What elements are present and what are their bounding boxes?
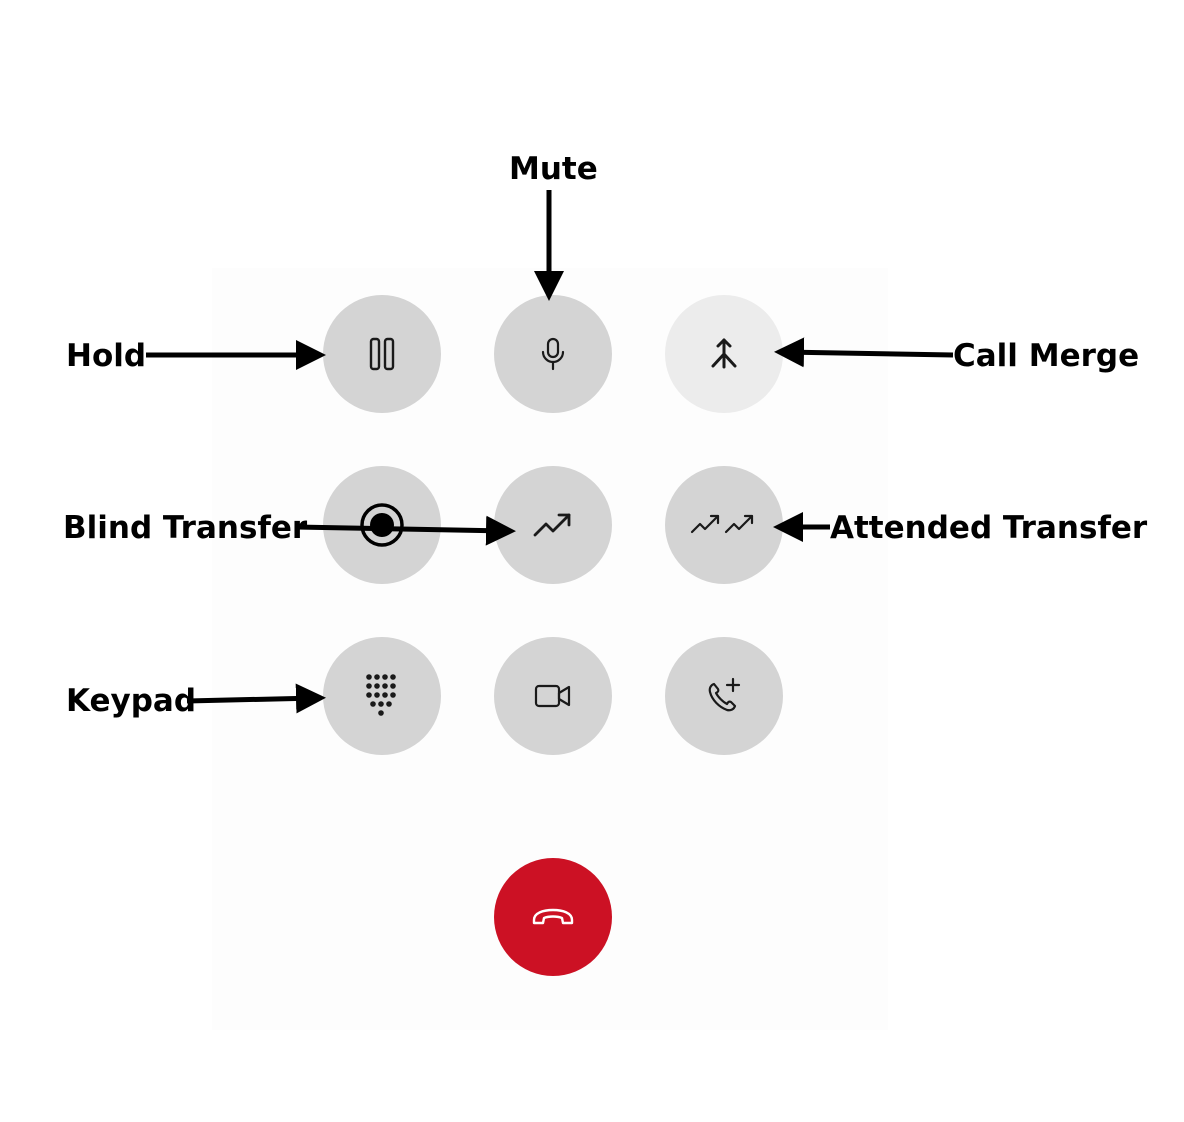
blind-transfer-button[interactable] xyxy=(494,466,612,584)
blind-transfer-label: Blind Transfer xyxy=(63,510,308,546)
hang-up-icon xyxy=(532,908,574,925)
end-call-button[interactable] xyxy=(494,858,612,976)
video-camera-icon xyxy=(534,684,571,708)
dialpad-icon xyxy=(366,674,396,716)
hold-label: Hold xyxy=(66,338,147,374)
mute-label: Mute xyxy=(509,151,598,187)
attended-transfer-label: Attended Transfer xyxy=(830,510,1148,546)
record-button[interactable] xyxy=(323,466,441,584)
microphone-icon xyxy=(541,337,565,371)
keypad-label: Keypad xyxy=(66,683,197,719)
record-icon xyxy=(360,503,404,547)
trending-up-icon xyxy=(533,513,571,537)
call-merge-button[interactable] xyxy=(665,295,783,413)
add-call-button[interactable] xyxy=(665,637,783,755)
pause-icon xyxy=(369,337,395,371)
phone-plus-icon xyxy=(708,677,741,712)
keypad-button[interactable] xyxy=(323,637,441,755)
double-trending-up-icon xyxy=(690,514,754,534)
video-button[interactable] xyxy=(494,637,612,755)
hold-button[interactable] xyxy=(323,295,441,413)
merge-icon xyxy=(711,338,737,369)
call-merge-label: Call Merge xyxy=(953,338,1140,374)
attended-transfer-button[interactable] xyxy=(665,466,783,584)
mute-button[interactable] xyxy=(494,295,612,413)
